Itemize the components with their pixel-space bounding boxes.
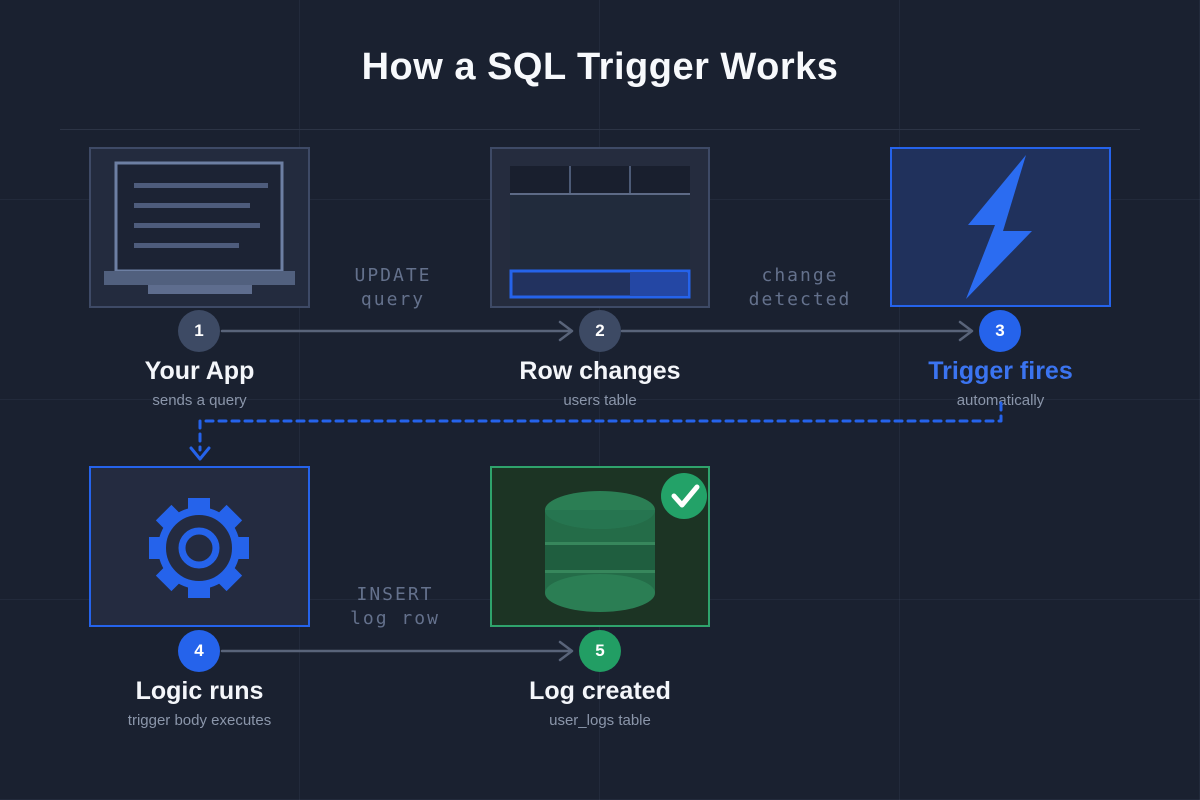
step-badge-4: 4 bbox=[178, 630, 220, 672]
connector-label-line: UPDATE bbox=[354, 265, 432, 286]
dashed-arrow-step3-to-step4 bbox=[198, 401, 1003, 452]
connector-label-line: query bbox=[360, 289, 426, 310]
laptop-icon bbox=[104, 161, 295, 294]
arrowhead-step5 bbox=[558, 640, 574, 662]
step-badge-5: 5 bbox=[579, 630, 621, 672]
gear-teeth bbox=[149, 498, 249, 598]
connector-label-change-detected: change detected bbox=[710, 264, 890, 312]
step-subtitle-trigger-fires: automatically bbox=[956, 392, 1045, 409]
arrowhead-step2 bbox=[558, 320, 574, 342]
table-icon bbox=[509, 166, 691, 299]
connector-label-line: INSERT bbox=[356, 584, 434, 605]
database-check-icon bbox=[545, 473, 707, 612]
step-subtitle-logic-runs: trigger body executes bbox=[127, 712, 272, 729]
step-card-trigger-fires bbox=[890, 147, 1111, 307]
step-card-your-app bbox=[89, 147, 310, 308]
gear-icon bbox=[149, 498, 249, 598]
step-title-log-created: Log created bbox=[529, 677, 671, 705]
connector-label-insert-log-row: INSERT log row bbox=[305, 583, 485, 631]
step-badge-1: 1 bbox=[178, 310, 220, 352]
dashed-trigger-path bbox=[189, 401, 1003, 461]
step-title-trigger-fires: Trigger fires bbox=[928, 357, 1073, 385]
page-title: How a SQL Trigger Works bbox=[361, 46, 839, 88]
arrowhead-step4 bbox=[189, 446, 211, 461]
step-badge-3: 3 bbox=[979, 310, 1021, 352]
step-subtitle-log-created: user_logs table bbox=[549, 712, 651, 729]
step-title-your-app: Your App bbox=[144, 357, 255, 385]
check-badge-icon bbox=[661, 473, 707, 519]
step-badge-2: 2 bbox=[579, 310, 621, 352]
title-divider bbox=[60, 129, 1140, 130]
lightning-bolt-icon bbox=[966, 155, 1032, 299]
step-title-logic-runs: Logic runs bbox=[135, 677, 264, 705]
step-card-logic-runs bbox=[89, 466, 310, 627]
connector-label-update-query: UPDATE query bbox=[303, 264, 483, 312]
step-subtitle-your-app: sends a query bbox=[152, 392, 247, 409]
step-title-row-changes: Row changes bbox=[519, 357, 681, 385]
step-card-row-changes bbox=[490, 147, 710, 308]
step-subtitle-row-changes: users table bbox=[563, 392, 637, 409]
arrowhead-step3 bbox=[958, 320, 974, 342]
database-cylinder bbox=[545, 491, 655, 612]
connector-label-line: change bbox=[761, 265, 839, 286]
connector-label-line: detected bbox=[748, 289, 852, 310]
connector-label-line: log row bbox=[350, 608, 440, 629]
step-card-log-created bbox=[490, 466, 710, 627]
